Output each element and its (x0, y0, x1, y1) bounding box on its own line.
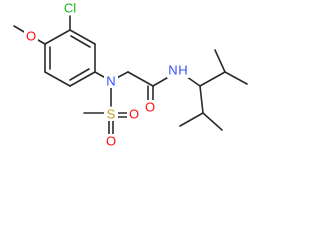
atom-s: S (104, 106, 118, 121)
structure-diagram: O Cl N S O O O N H (13, 0, 248, 148)
atom-n-sulfonyl: N (104, 73, 118, 88)
atom-o-sulfonyl-right: O (127, 106, 141, 121)
atom-o-carbonyl: O (143, 99, 157, 114)
bond-up-me1 (224, 71, 248, 85)
atom-o-methoxy: O (24, 28, 38, 43)
atom-label: N (106, 73, 115, 88)
bond-ring-inner-1 (70, 35, 91, 48)
atom-label: S (107, 106, 116, 121)
bond-down-me1 (179, 112, 204, 127)
bond-ring-6 (44, 29, 71, 45)
atom-label: O (26, 28, 36, 43)
atom-label: N (168, 62, 177, 77)
atoms: O Cl N S O O O N H (24, 0, 189, 148)
atom-label: O (145, 99, 155, 114)
atom-nh-amide: N H (167, 62, 189, 78)
atom-label: O (129, 106, 139, 121)
atom-label: H (178, 62, 187, 77)
atom-o-sulfonyl-down: O (104, 133, 118, 148)
bond-ring-4 (44, 71, 71, 87)
bond-ring-inner-2 (69, 68, 90, 81)
atom-cl: Cl (62, 0, 79, 15)
atom-label: O (106, 133, 116, 148)
bond-down-me2 (202, 112, 223, 131)
bond-ring-1 (69, 29, 96, 45)
bond-ch2-co (127, 71, 154, 87)
bond-ring-3 (69, 71, 96, 87)
atom-label: Cl (64, 0, 76, 15)
bond-ch-up (199, 71, 226, 87)
bond-ch-down (199, 85, 204, 114)
bond-up-me2 (214, 49, 226, 73)
